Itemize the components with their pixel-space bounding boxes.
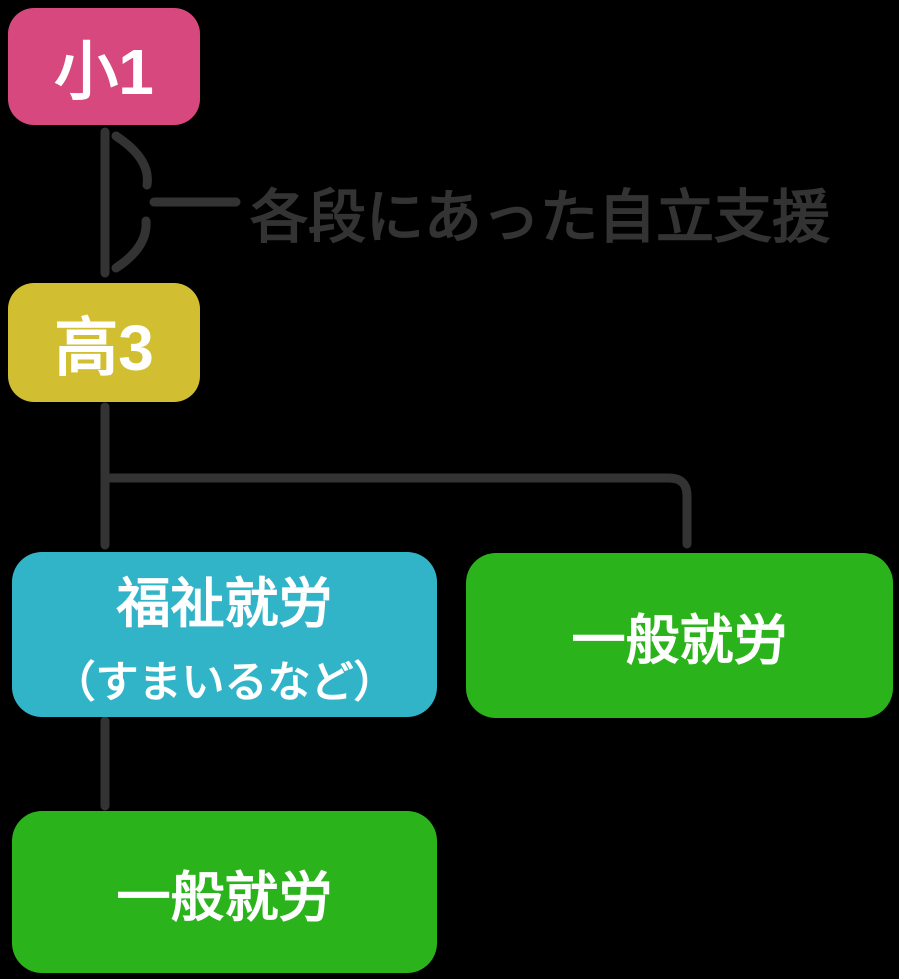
node-general-employment-right: 一般就労 bbox=[466, 553, 893, 718]
node-welfare-employment-sublabel: （すまいるなど） bbox=[52, 659, 397, 707]
node-highschool3: 高3 bbox=[8, 283, 200, 402]
node-general-employment-right-label: 一般就労 bbox=[571, 611, 788, 671]
node-general-employment-bottom: 一般就労 bbox=[12, 811, 437, 973]
node-highschool3-label: 高3 bbox=[54, 311, 154, 384]
node-grade1: 小1 bbox=[8, 8, 200, 125]
annotation-label: 各段にあった自立支援 bbox=[250, 185, 831, 250]
brace-bottom-arc bbox=[111, 216, 151, 273]
connector-branch-to-ippan-right bbox=[100, 473, 692, 549]
node-grade1-label: 小1 bbox=[54, 35, 154, 108]
node-general-employment-bottom-label: 一般就労 bbox=[116, 867, 333, 928]
node-welfare-employment: 福祉就労 （すまいるなど） bbox=[12, 552, 437, 717]
brace-top-arc bbox=[111, 131, 152, 190]
node-welfare-employment-label: 福祉就労 bbox=[116, 574, 333, 634]
